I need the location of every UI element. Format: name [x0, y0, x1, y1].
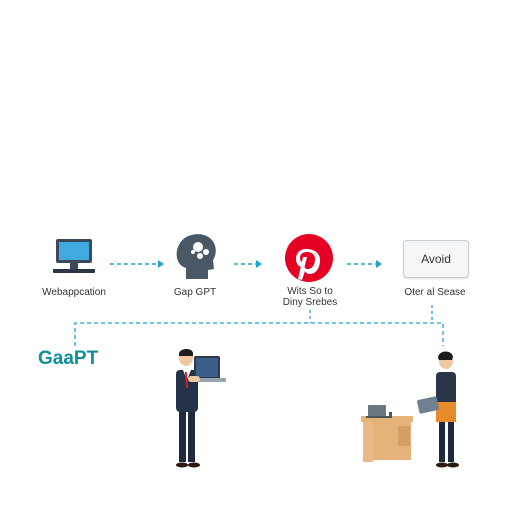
brain-head-icon: [176, 234, 216, 279]
node-label-sease: Oter al Sease: [404, 287, 466, 298]
node-label-gpt: Gap GPT: [173, 287, 217, 298]
node-label-pinterest-line2: Diny Srebes: [282, 297, 338, 308]
node-label-webapp: Webappcation: [42, 287, 106, 298]
monitor-icon: [53, 239, 95, 273]
desk-with-laptop: [361, 405, 413, 462]
brand-logo-text: GaaPT: [38, 348, 99, 369]
flow-return-connector: [74, 305, 444, 346]
person-with-laptop: [176, 348, 226, 468]
flow-arrow-1: [110, 260, 164, 268]
flow-arrow-3: [347, 260, 382, 268]
pinterest-icon: [285, 234, 333, 282]
node-label-pinterest-line1: Wits So to: [287, 286, 333, 297]
avoid-button[interactable]: Avoid: [403, 240, 469, 278]
flow-arrow-2: [234, 260, 262, 268]
person-with-tablet: [417, 351, 459, 468]
